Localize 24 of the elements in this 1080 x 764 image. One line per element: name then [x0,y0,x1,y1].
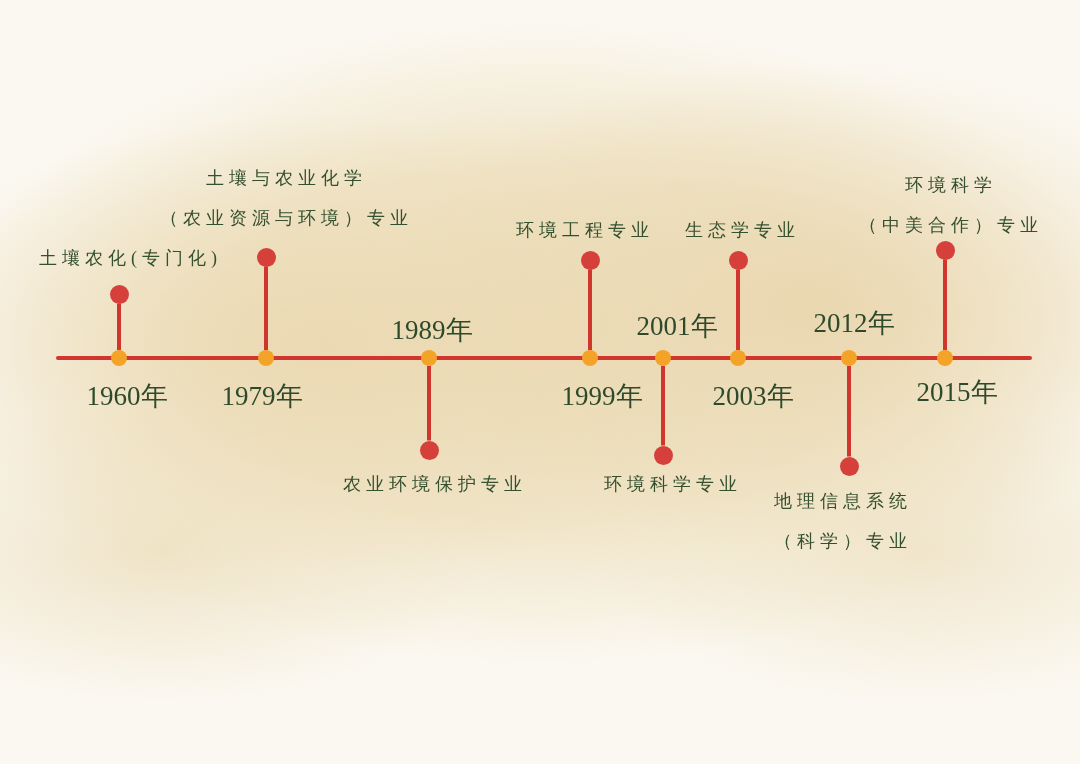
year-label: 2001年 [636,310,718,343]
stem-line [661,366,665,446]
stem-line [943,259,947,350]
stem-line [847,366,851,457]
year-label: 2015年 [916,376,998,409]
major-label: 环境科学（中美合作）专业 [857,174,1043,237]
major-label: 地理信息系统（科学）专业 [772,490,912,553]
stem-line [117,303,121,350]
stem-line [264,266,268,350]
stem-line [588,269,592,350]
major-label: 土壤与农业化学（农业资源与环境）专业 [159,167,413,230]
year-label: 1960年 [86,380,168,413]
year-label: 2012年 [813,307,895,340]
year-label: 2003年 [712,380,794,413]
year-label: 1979年 [221,380,303,413]
major-label: 农业环境保护专业 [341,473,527,496]
year-label: 1999年 [561,380,643,413]
major-label: 环境科学专业 [602,473,742,496]
major-label: 环境工程专业 [514,219,654,242]
stem-line [736,269,740,350]
major-label: 生态学专业 [684,219,800,242]
stem-line [427,366,431,441]
major-label: 土壤农化(专门化) [38,247,222,270]
year-label: 1989年 [391,314,473,347]
